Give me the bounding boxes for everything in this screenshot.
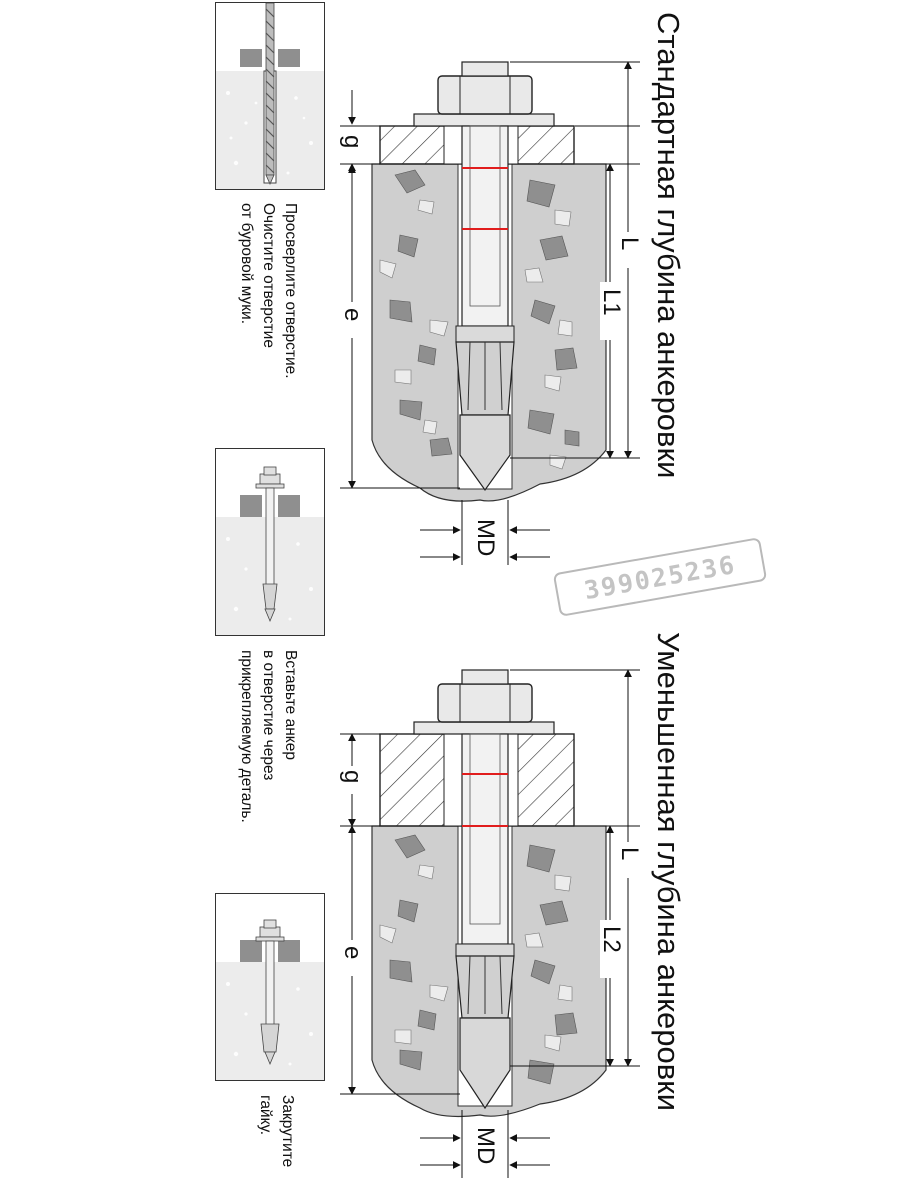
diagram-2-label-L2: L2 xyxy=(598,926,625,953)
bolt-shaft xyxy=(461,733,509,945)
diagram-2-label-g: g xyxy=(339,770,366,784)
hex-nut-icon xyxy=(437,683,533,723)
diagram-2-label-MD: MD xyxy=(472,1127,499,1165)
washer xyxy=(413,113,555,127)
step-1-caption: Просверлите отверстие. Очистите отверсти… xyxy=(238,203,299,379)
hex-nut-icon xyxy=(437,75,533,115)
diagram-1-label-L1: L1 xyxy=(598,289,625,316)
cone xyxy=(459,414,511,492)
step-3-tighten-panel xyxy=(215,893,325,1081)
diagram-1-standard-depth xyxy=(340,61,640,565)
diagram-1-label-L: L xyxy=(616,237,643,251)
step-3-caption: Закрутите гайку. xyxy=(257,1095,296,1168)
step-1-drill-panel xyxy=(215,2,325,190)
diagram-2-label-e: e xyxy=(339,946,366,960)
diagram-1-title: Стандартная глубина анкеровки xyxy=(651,12,686,479)
washer xyxy=(413,721,555,735)
step-2-insert-panel xyxy=(215,448,325,636)
anchor-bolt-icon xyxy=(255,466,285,623)
bolt-end xyxy=(461,61,509,77)
diagram-1-label-MD: MD xyxy=(472,519,499,557)
expansion-sleeve xyxy=(455,325,515,416)
expansion-sleeve xyxy=(455,943,515,1019)
bolt-shaft xyxy=(461,125,509,327)
aggregate-stones xyxy=(389,169,580,457)
diagram-1-label-e: e xyxy=(339,308,366,322)
diagram-2-reduced-depth xyxy=(340,669,640,1178)
diagram-2-title: Уменьшенная глубина анкеровки xyxy=(651,632,686,1112)
drill-bit-icon xyxy=(265,3,275,185)
concrete-highlights xyxy=(379,199,573,470)
bolt-end xyxy=(461,669,509,685)
diagram-1-label-g: g xyxy=(339,135,366,149)
concrete-highlights xyxy=(379,864,573,1052)
cone xyxy=(459,1017,511,1110)
anchor-bolt-tightened-icon xyxy=(255,919,285,1066)
step-2-caption: Вставьте анкер в отверстие через прикреп… xyxy=(238,650,299,823)
aggregate-stones xyxy=(389,834,578,1085)
diagram-2-label-L: L xyxy=(616,847,643,861)
